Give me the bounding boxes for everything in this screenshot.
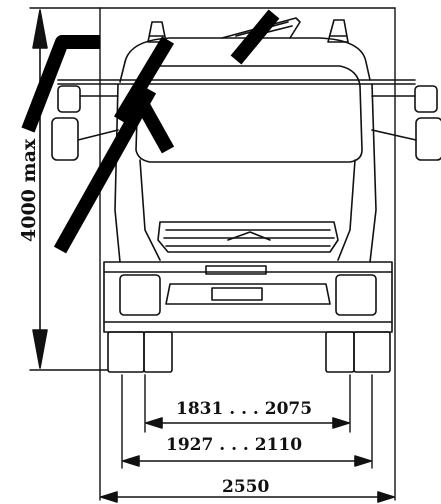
side-mirrors: [51, 85, 441, 161]
track-rear-label: 1831 . . . 2075: [176, 399, 313, 419]
cab-body: [57, 37, 416, 263]
height-max-label: 4000 max: [18, 138, 40, 242]
front-bumper: [103, 261, 393, 333]
extension-lines: [29, 7, 396, 501]
track-front-label: 1927 . . . 2110: [166, 435, 303, 455]
track-rear-dimension-line: [145, 417, 350, 429]
width-dimension-line: [100, 491, 395, 503]
overall-width-label: 2550: [222, 477, 270, 497]
wheels: [107, 331, 391, 373]
overlay-strokes: [21, 9, 280, 254]
track-front-dimension-line: [122, 455, 372, 467]
height-dimension-line: [32, 9, 48, 369]
front-grille: [157, 221, 339, 253]
